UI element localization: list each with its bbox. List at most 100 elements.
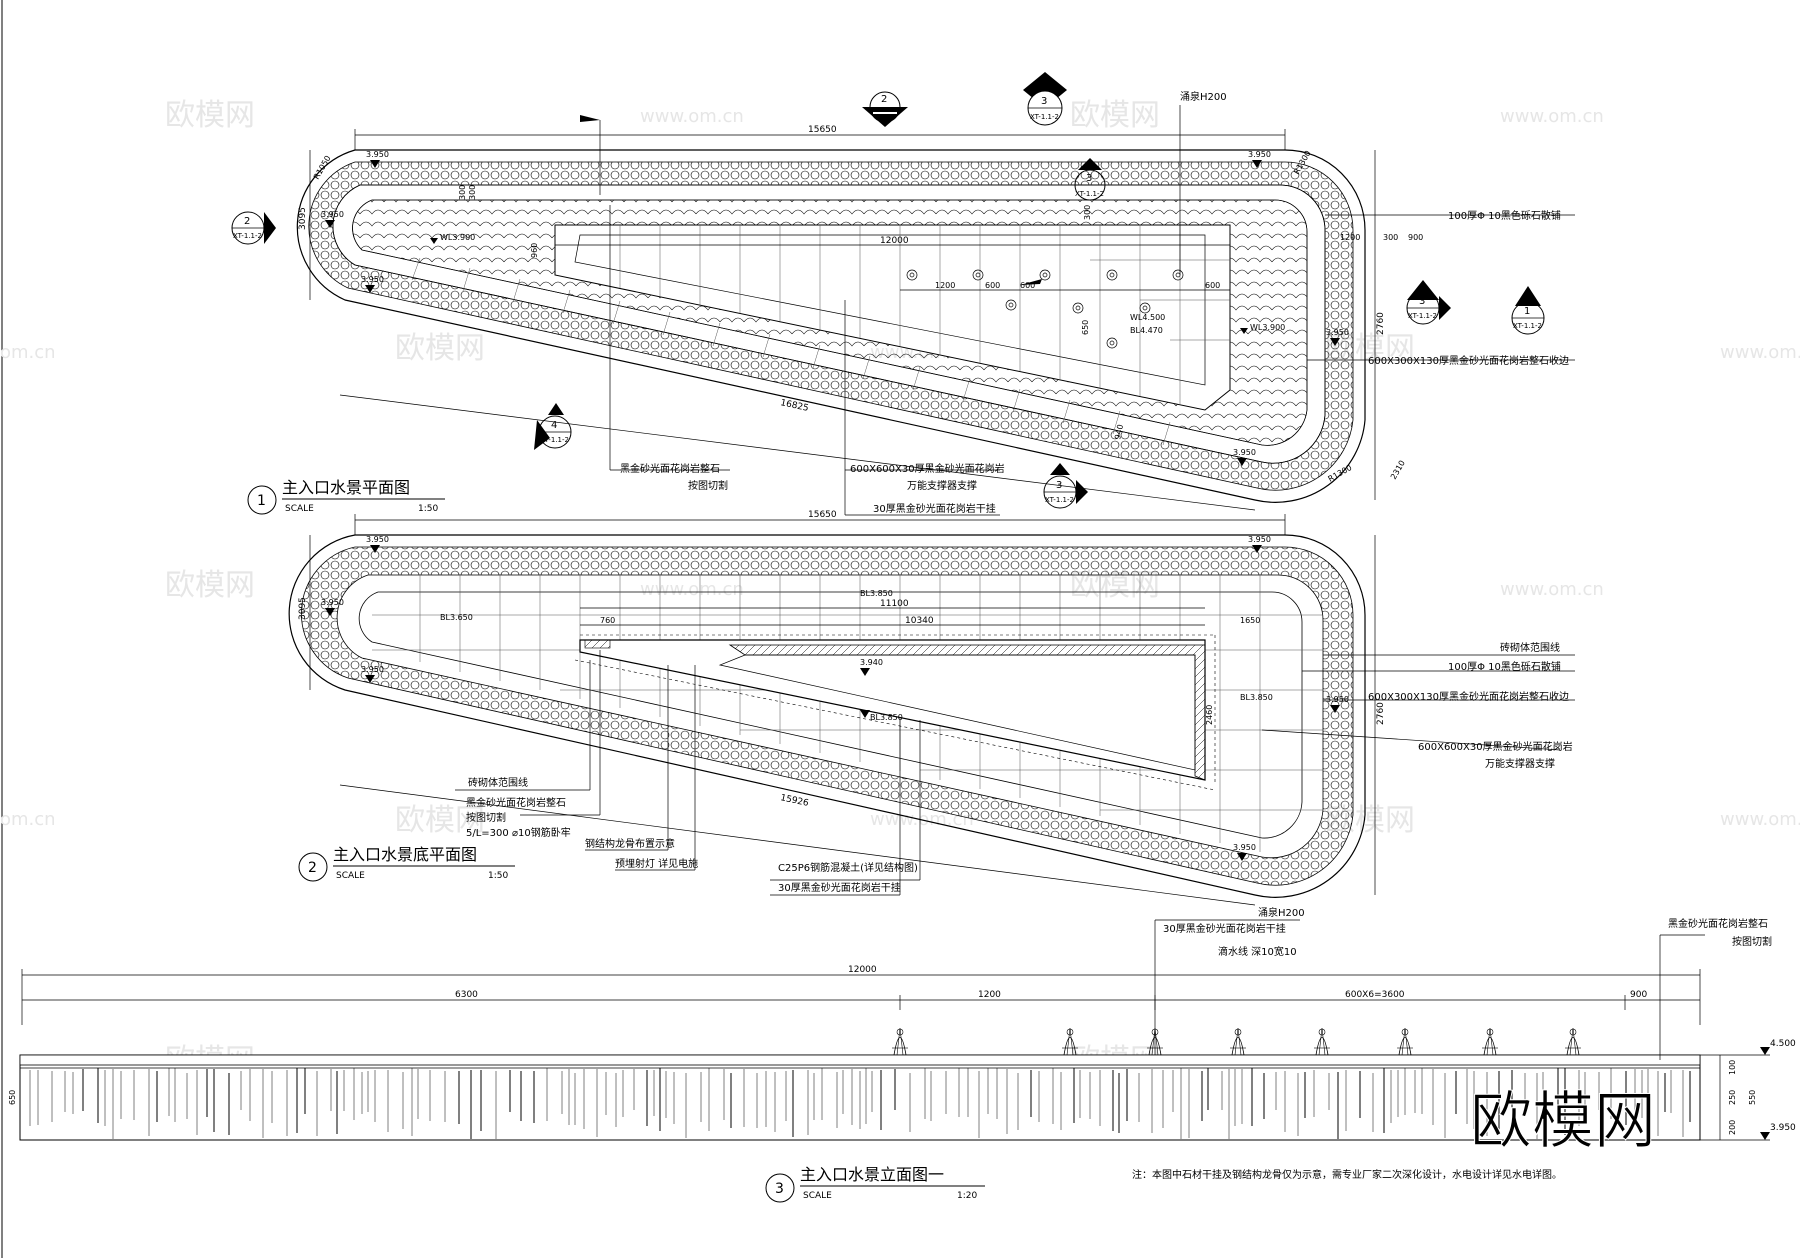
plan2-levels: 3.950 3.950 3.950 3.950 3.950 3.950 BL3.… bbox=[321, 535, 1349, 861]
plan2-dim-1650: 1650 bbox=[1240, 616, 1260, 625]
plan1-dim-600c: 600 bbox=[1205, 281, 1220, 290]
plan1-edge-segments bbox=[411, 257, 1171, 446]
level-triangle-icon bbox=[325, 220, 335, 228]
elev-footnote: 注：本图中石材干挂及钢结构龙骨仅为示意，需专业厂家二次深化设计，水电设计详见水电… bbox=[1132, 1168, 1562, 1181]
elev-dim-b: 1200 bbox=[978, 990, 1001, 1000]
plan1-note-gravel: 100厚Φ 10黑色砾石散铺 bbox=[1448, 209, 1561, 222]
marker-num: 2 bbox=[881, 94, 887, 105]
plan1-leaders bbox=[599, 105, 1575, 516]
plan2-dim-inner2: 10340 bbox=[905, 616, 934, 626]
plan2-note-stone2: 按图切割 bbox=[466, 811, 506, 824]
elev-dim-h4: 550 bbox=[1748, 1090, 1757, 1105]
watermark-cn-2: 欧模网 bbox=[395, 331, 485, 366]
elev-level-bottom: 3.950 bbox=[1770, 1123, 1796, 1133]
plan2-leaders bbox=[455, 650, 1575, 896]
plan2-note-paver: 600X600X30厚黑金砂光面花岗岩 bbox=[1418, 740, 1573, 753]
plan1-dim-lines bbox=[309, 129, 1376, 511]
plan1-level-l2: 3.950 bbox=[361, 275, 384, 284]
plan2-note-stone: 黑金砂光面花岗岩整石 bbox=[466, 796, 566, 809]
elev-dim-h2: 250 bbox=[1728, 1090, 1737, 1105]
plan1-center-deck-inner bbox=[574, 234, 1206, 386]
plan2-bl-mid: BL3.850 bbox=[870, 713, 903, 722]
plan1-outer-outline bbox=[296, 149, 1366, 503]
fountain-icon bbox=[1172, 269, 1184, 281]
plan1-dim-1200: 1200 bbox=[1340, 233, 1360, 242]
section-marker-mid-3: 3 XT-1.1-2 bbox=[1074, 158, 1106, 201]
plan1: 15650 12000 16825 2760 3095 R1050 R1300 … bbox=[231, 72, 1575, 516]
svg-text:2: 2 bbox=[244, 216, 250, 227]
plan2-concrete-triangle bbox=[579, 639, 1206, 781]
watermark-url-6: www.om.cn bbox=[640, 579, 744, 600]
plan2-level-mid: 3.940 bbox=[860, 658, 883, 667]
fountain-icon bbox=[1005, 299, 1017, 311]
elev-note-fountain: 涌泉H200 bbox=[1258, 906, 1305, 919]
elev-title-block: 3 主入口水景立面图一 SCALE 1:20 bbox=[765, 1165, 985, 1203]
plan1-title-num: 1 bbox=[257, 493, 266, 509]
svg-text:XT-1.1-2: XT-1.1-2 bbox=[1075, 190, 1104, 198]
plan2-dashed-lines bbox=[574, 634, 1216, 791]
plan1-dim-650: 650 bbox=[1081, 320, 1090, 335]
plan2-dim-2460: 2460 bbox=[1205, 705, 1214, 725]
plan1-note-stone2: 按图切割 bbox=[688, 479, 728, 492]
svg-text:4: 4 bbox=[551, 420, 557, 431]
watermark-cn-1: 欧模网 bbox=[165, 98, 255, 133]
fountain-jet-icon bbox=[1397, 1027, 1413, 1056]
section-marker-bottom-3: 3 XT-1.1-2 bbox=[1043, 463, 1088, 509]
plan1-note-paver2: 万能支撑器支撑 bbox=[907, 479, 977, 492]
plan1-deck-grid bbox=[619, 225, 1230, 405]
plan2-note-edge: 600X300X130厚黑金砂光面花岗岩整石收边 bbox=[1368, 690, 1569, 703]
elev-note-drip: 滴水线 深10宽10 bbox=[1218, 945, 1297, 958]
plan2-note-concrete: C25P6钢筋混凝土(详见结构图) bbox=[778, 861, 918, 874]
elev-dim-h1: 100 bbox=[1728, 1060, 1737, 1075]
plan1-flag-icon-2 bbox=[1020, 279, 1042, 285]
section-marker-top-3: 3 XT-1.1-2 bbox=[1023, 72, 1067, 126]
fountain-icon bbox=[1072, 302, 1084, 314]
level-triangle-icon bbox=[370, 160, 380, 168]
plan1-wl-left: WL3.900 bbox=[440, 233, 475, 242]
fountain-jet-icon bbox=[892, 1027, 908, 1056]
elev-coping bbox=[19, 1054, 1701, 1066]
elev-level-top: 4.500 bbox=[1770, 1039, 1796, 1049]
plan1-level-tr: 3.950 bbox=[1248, 150, 1271, 159]
elev-fountains bbox=[892, 1027, 1581, 1056]
plan1-dim-900: 900 bbox=[1408, 233, 1423, 242]
svg-text:3: 3 bbox=[1419, 296, 1425, 307]
plan1-dim-top: 15650 bbox=[808, 125, 837, 135]
plan1-title: 主入口水景平面图 bbox=[282, 478, 410, 497]
plan1-dim-960: 960 bbox=[530, 243, 539, 258]
watermark-url-5: www.om.cn bbox=[1720, 342, 1800, 363]
plan2-title: 主入口水景底平面图 bbox=[333, 845, 477, 864]
plan1-center-deck bbox=[554, 224, 1231, 411]
plan2-gravel-band bbox=[301, 546, 1354, 886]
elev-panel-lines bbox=[29, 1068, 1691, 1139]
fountain-icon bbox=[906, 269, 918, 281]
plan1-bl-mid: BL4.470 bbox=[1130, 326, 1163, 335]
fountain-icon bbox=[972, 269, 984, 281]
plan1-dim-600b: 600 bbox=[1020, 281, 1035, 290]
plan1-note-fountain: 涌泉H200 bbox=[1180, 90, 1227, 103]
elev-title: 主入口水景立面图一 bbox=[800, 1165, 944, 1184]
watermark-url-10: www.om.cn bbox=[1720, 809, 1800, 830]
elev-dim-d: 900 bbox=[1630, 990, 1647, 1000]
plan2-note-brick: 砖砌体范围线 bbox=[1500, 641, 1560, 654]
plan2-level-l1: 3.950 bbox=[321, 598, 344, 607]
plan2-title-block: 2 主入口水景底平面图 SCALE 1:50 bbox=[298, 845, 515, 882]
watermark-url-7: www.om.cn bbox=[1500, 579, 1604, 600]
level-triangle-icon bbox=[1330, 338, 1340, 346]
level-triangle-icon bbox=[430, 238, 438, 244]
plan1-dim-600: 600 bbox=[985, 281, 1000, 290]
plan1-note-edge: 600X300X130厚黑金砂光面花岗岩整石收边 bbox=[1368, 354, 1569, 367]
plan1-level-l1: 3.950 bbox=[321, 210, 344, 219]
plan1-dim-300b: 300 bbox=[468, 185, 477, 200]
svg-text:3: 3 bbox=[1056, 480, 1062, 491]
plan1-edge-outer bbox=[332, 184, 1326, 464]
elev-dim-c: 600X6=3600 bbox=[1345, 990, 1405, 1000]
plan1-scale-label: SCALE bbox=[285, 504, 314, 514]
plan2-bl-left: BL3.650 bbox=[440, 613, 473, 622]
watermark-url-1: www.om.cn bbox=[640, 106, 744, 127]
plan2-level-l2: 3.950 bbox=[361, 665, 384, 674]
plan2-level-br: 3.950 bbox=[1233, 843, 1256, 852]
elev-note-stone: 黑金砂光面花岗岩整石 bbox=[1668, 917, 1768, 930]
plan1-dim-inner: 12000 bbox=[880, 236, 909, 246]
